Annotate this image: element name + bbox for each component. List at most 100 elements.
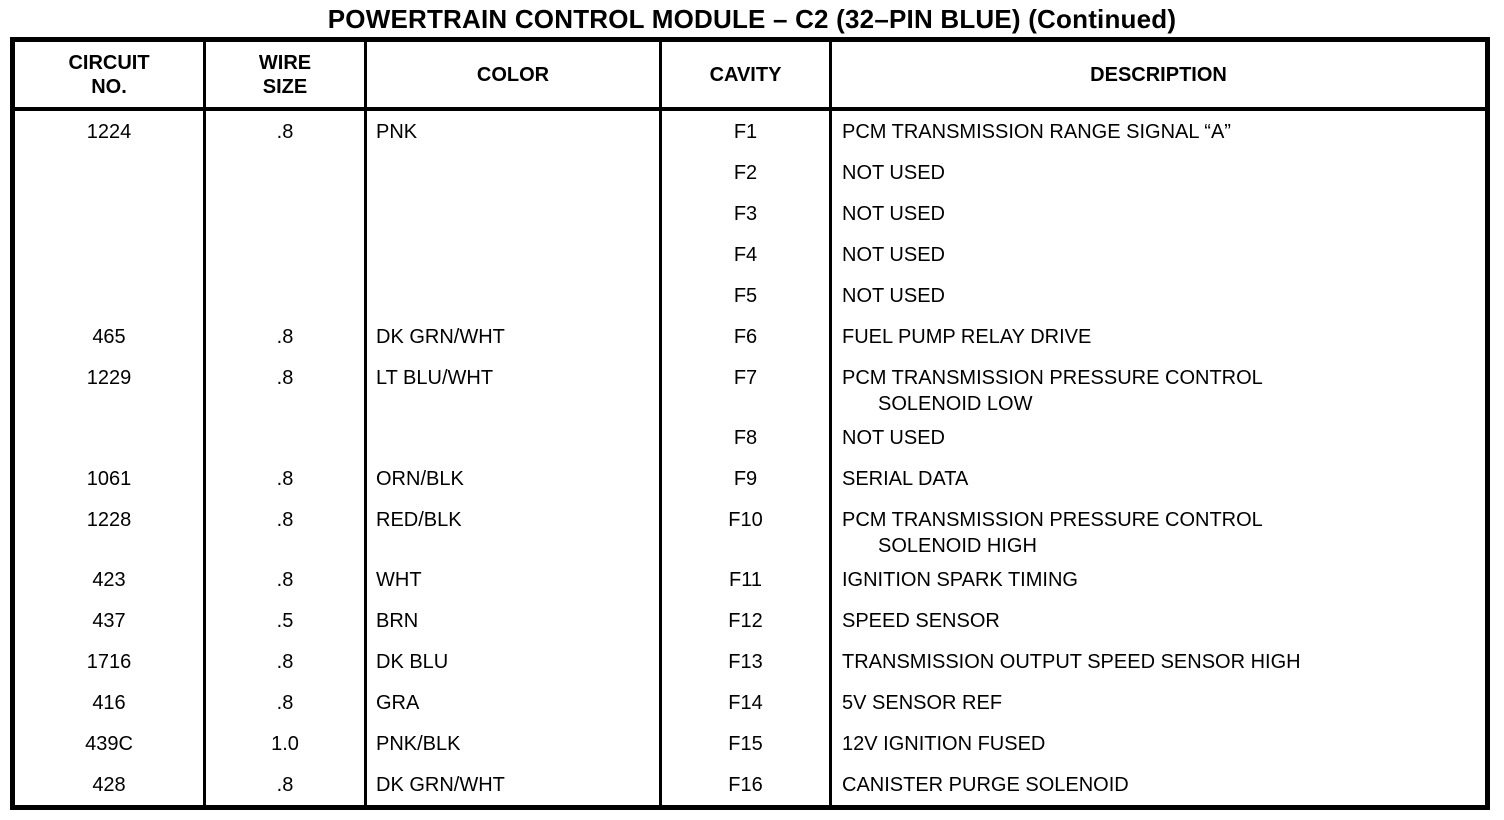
color-cell xyxy=(364,193,659,234)
header-cavity: CAVITY xyxy=(659,42,829,107)
table-row: 465 .8 DK GRN/WHT F6 FUEL PUMP RELAY DRI… xyxy=(15,316,1485,357)
color-cell: WHT xyxy=(364,559,659,600)
description-cell: 12V IGNITION FUSED xyxy=(829,723,1485,764)
cavity-cell: F12 xyxy=(659,600,829,641)
description-cell: PCM TRANSMISSION PRESSURE CONTROL SOLENO… xyxy=(829,357,1485,417)
circuit-no-cell xyxy=(15,234,203,275)
table-row: 1228 .8 RED/BLK F10 PCM TRANSMISSION PRE… xyxy=(15,499,1485,559)
description-cell: SERIAL DATA xyxy=(829,458,1485,499)
color-cell: RED/BLK xyxy=(364,499,659,559)
color-cell xyxy=(364,234,659,275)
wire-size-cell xyxy=(203,152,364,193)
circuit-no-cell: 439C xyxy=(85,733,133,755)
color-cell: ORN/BLK xyxy=(364,458,659,499)
table-row: 439C 1.0 PNK/BLK F15 12V IGNITION FUSED xyxy=(15,723,1485,764)
cavity-cell: F6 xyxy=(659,316,829,357)
circuit-no-cell xyxy=(15,275,203,316)
description-cell: PCM TRANSMISSION RANGE SIGNAL “A” xyxy=(829,111,1485,152)
cavity-cell: F16 xyxy=(659,764,829,805)
table-row: 428 .8 DK GRN/WHT F16 CANISTER PURGE SOL… xyxy=(15,764,1485,805)
table-header-row: CIRCUIT NO. WIRE SIZE COLOR CAVITY DESCR… xyxy=(15,42,1485,111)
wire-size-cell: .8 xyxy=(203,458,364,499)
table-row: F2 NOT USED xyxy=(15,152,1485,193)
circuit-no-cell: 1224 xyxy=(86,121,132,143)
wire-size-cell: .8 xyxy=(203,357,364,417)
description-cell: NOT USED xyxy=(829,417,1485,458)
circuit-no-cell: 428 xyxy=(92,774,126,796)
color-cell xyxy=(364,417,659,458)
circuit-no-cell xyxy=(15,193,203,234)
circuit-no-cell xyxy=(15,152,203,193)
table-row: 1716 .8 DK BLU F13 TRANSMISSION OUTPUT S… xyxy=(15,641,1485,682)
header-color: COLOR xyxy=(364,42,659,107)
wire-size-cell: .8 xyxy=(203,499,364,559)
wire-size-cell xyxy=(203,234,364,275)
color-cell: LT BLU/WHT xyxy=(364,357,659,417)
wire-size-cell xyxy=(203,417,364,458)
header-description: DESCRIPTION xyxy=(829,42,1485,107)
description-cell: NOT USED xyxy=(829,234,1485,275)
wire-size-cell: .8 xyxy=(203,111,364,152)
circuit-no-cell: 1228 xyxy=(86,509,132,531)
description-cell: SPEED SENSOR xyxy=(829,600,1485,641)
table-row: F5 NOT USED xyxy=(15,275,1485,316)
description-cell: 5V SENSOR REF xyxy=(829,682,1485,723)
cavity-cell: F7 xyxy=(659,357,829,417)
cavity-cell: F15 xyxy=(659,723,829,764)
table-row: 1061 .8 ORN/BLK F9 SERIAL DATA xyxy=(15,458,1485,499)
color-cell: DK GRN/WHT xyxy=(364,316,659,357)
cavity-cell: F3 xyxy=(659,193,829,234)
table-row: F4 NOT USED xyxy=(15,234,1485,275)
circuit-no-cell xyxy=(15,417,203,458)
circuit-no-cell: 1229 xyxy=(86,367,132,389)
color-cell: DK BLU xyxy=(364,641,659,682)
circuit-no-cell: 416 xyxy=(92,692,126,714)
description-cell: FUEL PUMP RELAY DRIVE xyxy=(829,316,1485,357)
circuit-no-cell: 1716 xyxy=(86,651,132,673)
description-cell: NOT USED xyxy=(829,275,1485,316)
wire-size-cell xyxy=(203,275,364,316)
cavity-cell: F11 xyxy=(659,559,829,600)
wire-size-cell: .8 xyxy=(203,641,364,682)
cavity-cell: F8 xyxy=(659,417,829,458)
color-cell xyxy=(364,152,659,193)
description-cell: NOT USED xyxy=(829,152,1485,193)
wire-size-cell: .8 xyxy=(203,559,364,600)
cavity-cell: F13 xyxy=(659,641,829,682)
description-cell: TRANSMISSION OUTPUT SPEED SENSOR HIGH xyxy=(829,641,1485,682)
circuit-no-cell: 465 xyxy=(92,326,126,348)
color-cell: GRA xyxy=(364,682,659,723)
wire-size-cell xyxy=(203,193,364,234)
wire-size-cell: 1.0 xyxy=(203,723,364,764)
table-body: 1224 .8 PNK F1 PCM TRANSMISSION RANGE SI… xyxy=(15,111,1485,805)
cavity-cell: F2 xyxy=(659,152,829,193)
table-row: 1224 .8 PNK F1 PCM TRANSMISSION RANGE SI… xyxy=(15,111,1485,152)
header-wire-size: WIRE SIZE xyxy=(203,42,364,107)
cavity-cell: F4 xyxy=(659,234,829,275)
color-cell: BRN xyxy=(364,600,659,641)
cavity-cell: F1 xyxy=(659,111,829,152)
description-cell: NOT USED xyxy=(829,193,1485,234)
color-cell xyxy=(364,275,659,316)
header-circuit-no: CIRCUIT NO. xyxy=(68,51,150,98)
wire-size-cell: .5 xyxy=(203,600,364,641)
color-cell: DK GRN/WHT xyxy=(364,764,659,805)
circuit-no-cell: 423 xyxy=(92,569,126,591)
wire-size-cell: .8 xyxy=(203,316,364,357)
table-row: 1229 .8 LT BLU/WHT F7 PCM TRANSMISSION P… xyxy=(15,357,1485,417)
description-cell: CANISTER PURGE SOLENOID xyxy=(829,764,1485,805)
cavity-cell: F9 xyxy=(659,458,829,499)
table-row: F8 NOT USED xyxy=(15,417,1485,458)
description-cell: IGNITION SPARK TIMING xyxy=(829,559,1485,600)
cavity-cell: F5 xyxy=(659,275,829,316)
cavity-cell: F10 xyxy=(659,499,829,559)
circuit-no-cell: 437 xyxy=(92,610,126,632)
table-row: 423 .8 WHT F11 IGNITION SPARK TIMING xyxy=(15,559,1485,600)
page-title: POWERTRAIN CONTROL MODULE – C2 (32–PIN B… xyxy=(327,4,1177,34)
circuit-no-cell: 1061 xyxy=(86,468,132,490)
pcm-c2-connector-table: CIRCUIT NO. WIRE SIZE COLOR CAVITY DESCR… xyxy=(10,37,1490,810)
table-row: 416 .8 GRA F14 5V SENSOR REF xyxy=(15,682,1485,723)
color-cell: PNK xyxy=(364,111,659,152)
wire-size-cell: .8 xyxy=(203,764,364,805)
